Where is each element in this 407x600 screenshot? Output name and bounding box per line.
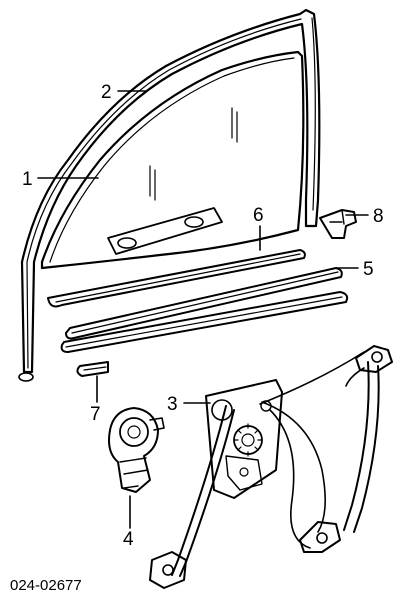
callout-3: 3: [167, 394, 178, 415]
callout-4: 4: [123, 529, 134, 550]
callout-2: 2: [101, 82, 112, 103]
window-regulator: [149, 345, 393, 589]
channel-strip: [60, 291, 349, 353]
window-glass: [40, 50, 305, 270]
lower-strip: [76, 361, 109, 377]
callout-8: 8: [373, 206, 384, 227]
callout-5: 5: [363, 259, 374, 280]
callout-6: 6: [253, 205, 264, 226]
guide-bracket: [319, 209, 357, 239]
window-frame-seal: [18, 8, 321, 382]
callout-7: 7: [90, 404, 101, 425]
window-motor: [108, 407, 165, 493]
outer-weatherstrip: [65, 267, 343, 340]
leader-lines: [37, 90, 369, 529]
callout-1: 1: [22, 169, 33, 190]
diagram-reference-code: 024-02677: [10, 577, 82, 594]
inner-window-strip: [47, 249, 306, 308]
